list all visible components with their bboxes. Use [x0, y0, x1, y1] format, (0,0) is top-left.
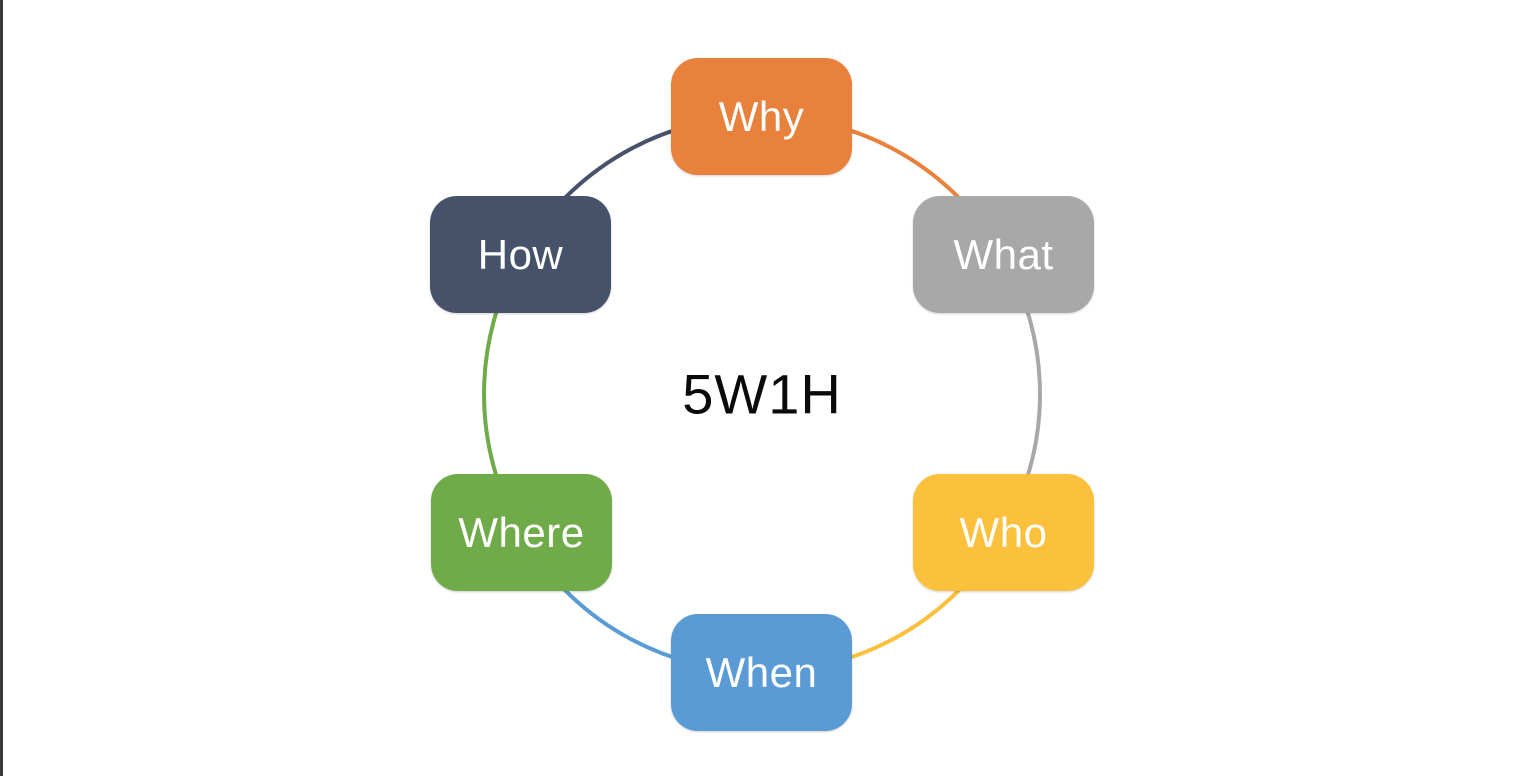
node-when: When: [671, 614, 852, 731]
node-where: Where: [431, 474, 612, 591]
node-what-label: What: [953, 230, 1054, 278]
node-why: Why: [671, 58, 852, 175]
node-when-label: When: [705, 648, 818, 696]
node-where-label: Where: [458, 508, 585, 556]
node-how: How: [430, 196, 611, 313]
node-who-label: Who: [959, 508, 1048, 556]
node-what: What: [913, 196, 1094, 313]
left-edge-line: [0, 0, 3, 776]
node-who: Who: [913, 474, 1094, 591]
center-title: 5W1H: [682, 362, 842, 426]
node-how-label: How: [477, 230, 564, 278]
node-why-label: Why: [718, 92, 805, 140]
